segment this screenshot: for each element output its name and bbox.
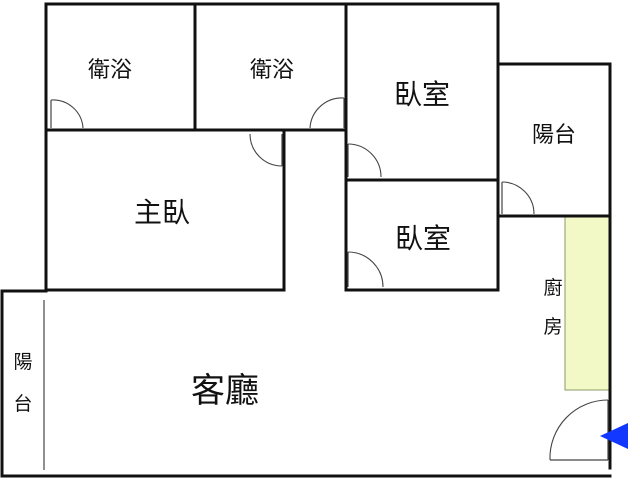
- room-label-kitchen-2: 房: [543, 316, 562, 338]
- door-master-bedroom: [249, 133, 283, 167]
- room-label-balcony-left-2: 台: [13, 393, 32, 415]
- entrance-arrow-icon: [600, 423, 628, 449]
- door-bedroom-top: [347, 143, 382, 178]
- room-label-master-bedroom: 主臥: [134, 196, 190, 229]
- room-label-bedroom-top: 臥室: [394, 78, 450, 111]
- room-label-bath-1: 衛浴: [88, 58, 132, 83]
- door-balcony-right: [501, 181, 535, 215]
- room-label-bath-2: 衛浴: [250, 58, 294, 83]
- room-label-bedroom-middle: 臥室: [395, 222, 451, 255]
- room-label-living-room: 客廳: [191, 371, 259, 411]
- room-label-balcony-left-1: 陽: [13, 351, 32, 373]
- door-bath-1: [50, 99, 84, 129]
- door-bath-2: [309, 97, 345, 129]
- kitchen-counter: [564, 215, 610, 391]
- door-bedroom-middle: [347, 251, 384, 288]
- walls: [0, 2, 612, 478]
- room-label-kitchen-1: 廚: [543, 276, 562, 299]
- door-entrance: [549, 399, 609, 461]
- room-label-balcony-right: 陽台: [532, 123, 576, 148]
